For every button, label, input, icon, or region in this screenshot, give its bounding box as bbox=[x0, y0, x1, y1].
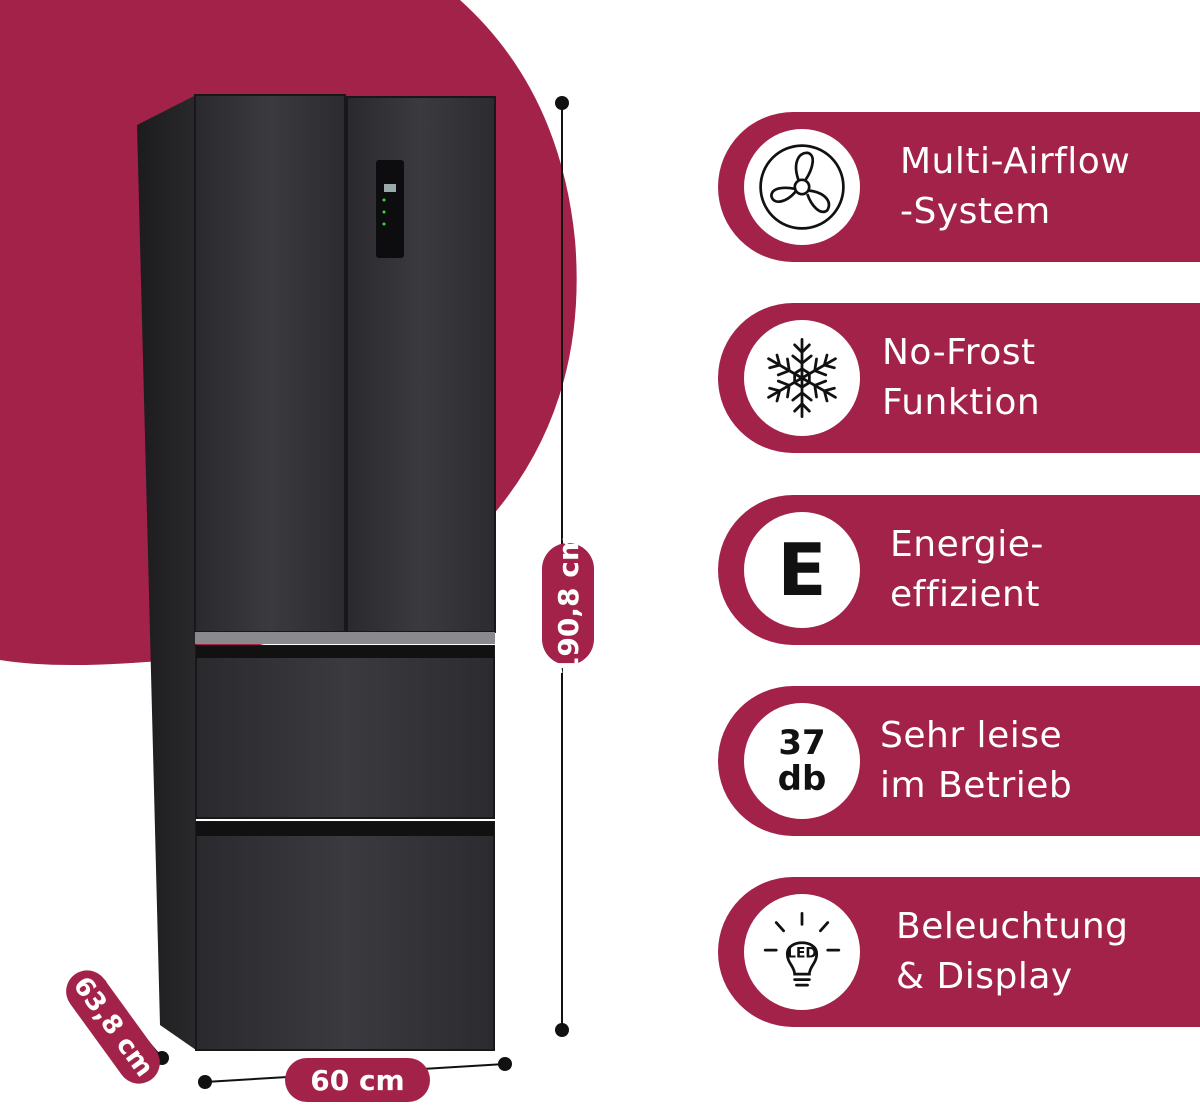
fan-icon bbox=[744, 129, 860, 245]
feature-nofrost-line2: Funktion bbox=[882, 382, 1041, 423]
energy-class-badge: E bbox=[777, 528, 827, 612]
noise-level-value: 37 bbox=[778, 723, 826, 763]
feature-energy: E Energie- effizient bbox=[718, 495, 1200, 645]
energy-class-icon: E bbox=[744, 512, 860, 628]
feature-energy-line2: effizient bbox=[890, 574, 1040, 615]
feature-energy-line1: Energie- bbox=[890, 524, 1044, 565]
noise-level-unit: db bbox=[777, 759, 827, 799]
feature-noise: 37 db Sehr leise im Betrieb bbox=[718, 686, 1200, 836]
feature-nofrost-line1: No-Frost bbox=[882, 332, 1036, 373]
snowflake-icon bbox=[744, 320, 860, 436]
feature-airflow-line1: Multi-Airflow bbox=[900, 141, 1131, 182]
feature-lighting: LED Beleuchtung & Display bbox=[718, 877, 1200, 1027]
feature-nofrost: No-Frost Funktion bbox=[718, 303, 1200, 453]
led-badge-text: LED bbox=[787, 946, 817, 962]
height-dimension-label: 190,8 cm bbox=[542, 532, 594, 676]
feature-noise-line1: Sehr leise bbox=[880, 715, 1063, 756]
feature-airflow: Multi-Airflow -System bbox=[718, 112, 1200, 262]
width-dimension-label: 60 cm bbox=[285, 1058, 430, 1102]
feature-lighting-line2: & Display bbox=[896, 956, 1073, 997]
noise-level-icon: 37 db bbox=[744, 703, 860, 819]
feature-lighting-line1: Beleuchtung bbox=[896, 906, 1129, 947]
led-bulb-icon: LED bbox=[744, 894, 860, 1010]
feature-airflow-line2: -System bbox=[900, 191, 1051, 232]
feature-noise-line2: im Betrieb bbox=[880, 765, 1073, 806]
